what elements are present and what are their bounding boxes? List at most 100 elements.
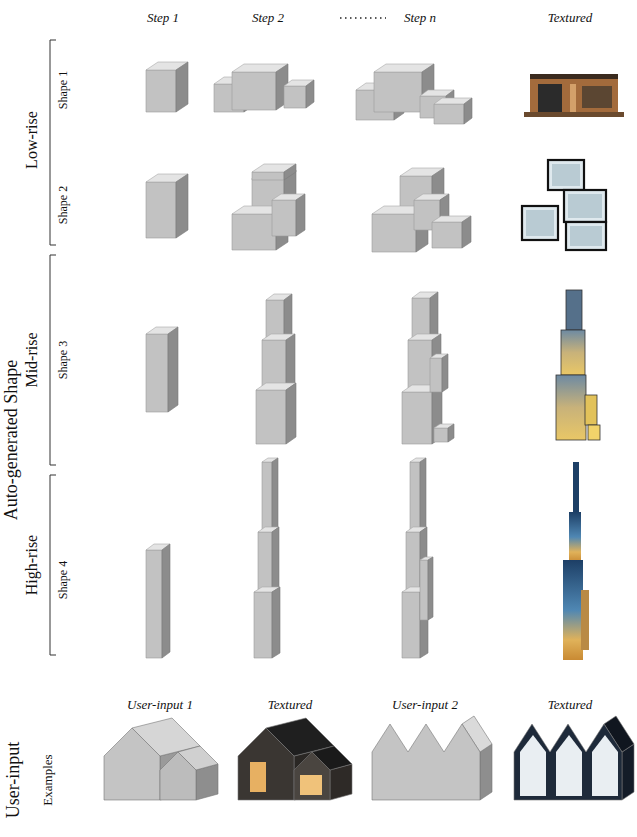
- box-side: [176, 62, 188, 112]
- house-front: [104, 728, 160, 800]
- texture-panel: [526, 210, 554, 236]
- box-front: [262, 462, 272, 532]
- box-front: [406, 532, 420, 592]
- column-header: Textured: [548, 11, 593, 25]
- category-label: Low-rise: [23, 111, 41, 169]
- box-front: [256, 390, 286, 444]
- box-side: [306, 80, 314, 108]
- box-front: [374, 72, 422, 112]
- column-header: User-input 2: [392, 698, 458, 712]
- shape-label: Shape 1: [57, 71, 70, 109]
- house-side: [480, 744, 492, 800]
- range-bracket: [50, 475, 56, 655]
- window-pane: [592, 735, 618, 796]
- box-front: [258, 532, 272, 592]
- shape-label: Shape 3: [57, 341, 70, 379]
- house-front: [372, 724, 480, 800]
- box-side: [176, 174, 188, 238]
- texture-panel: [563, 560, 583, 660]
- box-front: [284, 86, 306, 108]
- range-bracket: [50, 255, 56, 465]
- box-front: [272, 200, 296, 236]
- texture-panel: [566, 222, 606, 250]
- box-front: [402, 392, 432, 444]
- shape-label: Shape 2: [57, 186, 70, 224]
- box-front: [420, 560, 428, 620]
- texture-panel: [569, 512, 581, 562]
- box-side: [430, 292, 438, 340]
- texture-panel: [564, 190, 606, 222]
- box-front: [402, 592, 420, 658]
- row-label: Examples: [41, 754, 55, 805]
- box-front: [432, 222, 462, 248]
- box-front: [410, 462, 420, 532]
- box-front: [434, 428, 448, 442]
- box-side: [168, 327, 178, 412]
- house-front: [160, 752, 196, 800]
- range-bracket: [50, 40, 56, 245]
- column-header: Step n: [404, 11, 436, 25]
- window-pane: [520, 735, 546, 796]
- shape-renders: [104, 62, 634, 800]
- box-side: [162, 544, 170, 658]
- section-label: Auto-generated Shape: [2, 360, 22, 520]
- texture-panel: [585, 395, 597, 425]
- texture-panel: [556, 375, 586, 440]
- texture-panel: [530, 74, 618, 116]
- texture-panel: [530, 74, 618, 79]
- box-side: [284, 164, 296, 180]
- box-side: [286, 383, 296, 444]
- texture-panel: [552, 164, 580, 186]
- texture-panel: [561, 330, 585, 375]
- box-side: [272, 587, 280, 658]
- box-side: [462, 216, 471, 248]
- column-header: Textured: [268, 698, 313, 712]
- box-side: [448, 424, 454, 442]
- texture-panel: [570, 84, 576, 116]
- house-front: [294, 752, 330, 800]
- texture-panel: [250, 762, 266, 792]
- box-front: [434, 104, 464, 124]
- box-front: [252, 172, 284, 180]
- bracket-group: [50, 40, 56, 655]
- category-label: Mid-rise: [23, 332, 41, 387]
- box-front: [146, 182, 176, 238]
- box-side: [272, 527, 279, 592]
- house-front: [238, 728, 294, 800]
- column-header: Step 1: [147, 11, 179, 25]
- box-side: [296, 194, 305, 236]
- box-front: [146, 70, 176, 112]
- texture-panel: [588, 425, 600, 440]
- texture-panel: [538, 84, 562, 112]
- box-front: [232, 214, 276, 250]
- box-side: [420, 458, 426, 532]
- box-side: [442, 354, 448, 392]
- box-side: [286, 334, 295, 390]
- column-header: Textured: [548, 698, 593, 712]
- category-label: High-rise: [23, 535, 41, 595]
- texture-panel: [568, 194, 602, 218]
- column-header: User-input 1: [127, 698, 193, 712]
- ellipsis-dots: [340, 17, 386, 18]
- window-pane: [556, 735, 582, 796]
- texture-panel: [582, 86, 612, 108]
- box-front: [232, 72, 276, 110]
- box-side: [464, 98, 472, 124]
- column-header: Step 2: [252, 11, 284, 25]
- shape-label: Shape 4: [57, 561, 70, 599]
- texture-panel: [548, 160, 584, 190]
- texture-panel: [522, 206, 558, 240]
- box-side: [284, 294, 292, 340]
- box-front: [408, 340, 432, 392]
- box-front: [254, 592, 272, 658]
- box-front: [146, 550, 162, 658]
- house-front: [514, 724, 622, 800]
- texture-panel: [524, 112, 624, 117]
- house-side: [622, 744, 634, 800]
- box-front: [262, 340, 286, 390]
- texture-panel: [573, 462, 579, 512]
- box-side: [428, 557, 433, 620]
- texture-panel: [566, 290, 582, 330]
